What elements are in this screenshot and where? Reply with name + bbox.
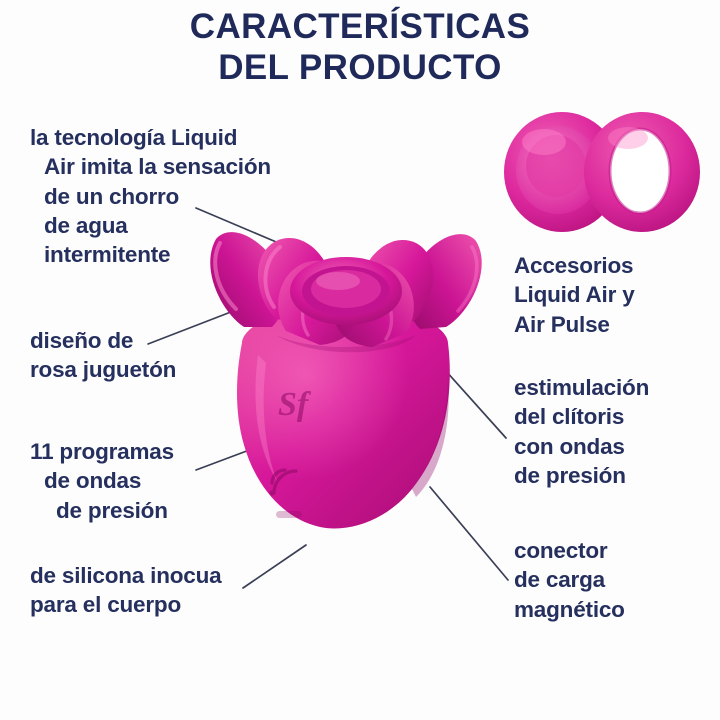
satisfyer-brand-mark: Sf	[278, 386, 312, 423]
callout-connector-line-3: magnético	[514, 596, 625, 622]
callout-design-line-2: rosa juguetón	[30, 357, 177, 383]
accessory-air-pulse-ring	[584, 112, 700, 232]
pressure-wave-icon	[269, 468, 298, 496]
callout-accessories-line-2: Liquid Air y	[514, 282, 635, 308]
callout-connector-line-1: conector	[514, 538, 608, 563]
callout-clitoral-stimulation: estimulación del clítoris con ondas de p…	[514, 373, 649, 490]
callout-magnetic-charging-connector: conector de carga magnético	[514, 536, 625, 624]
callout-programs-line-1: 11 programas	[30, 439, 174, 464]
title-line-1: CARACTERÍSTICAS	[189, 7, 531, 46]
callout-silicone-line-2: para el cuerpo	[30, 592, 182, 618]
callout-programs-line-2: de ondas	[44, 468, 142, 494]
callout-body-safe-silicone: de silicona inocua para el cuerpo	[30, 561, 222, 620]
page-title: CARACTERÍSTICAS DEL PRODUCTO	[0, 6, 720, 89]
callout-accessories-line-3: Air Pulse	[514, 311, 610, 337]
callout-accessories: Accesorios Liquid Air y Air Pulse	[514, 251, 635, 339]
callout-liquid-air-line-1: la tecnología Liquid	[30, 125, 238, 150]
callout-playful-rose-design: diseño de rosa juguetón	[30, 326, 176, 385]
callout-liquid-air-line-3: de un chorro	[44, 183, 180, 209]
callout-liquid-air-line-4: de agua	[44, 212, 128, 238]
callout-liquid-air-line-2: Air imita la sensación	[44, 154, 271, 180]
product-body	[237, 315, 450, 529]
brand-and-control-markings: Sf	[269, 386, 312, 518]
callout-silicone-line-1: de silicona inocua	[30, 563, 222, 588]
callout-clitoris-line-1: estimulación	[514, 375, 650, 400]
callout-clitoris-line-2: del clítoris	[514, 404, 625, 430]
secondary-control-mark	[276, 511, 302, 518]
accessories-illustration	[504, 112, 700, 232]
neck-shadow	[276, 335, 416, 353]
air-pulse-opening	[290, 257, 402, 325]
callout-liquid-air-line-5: intermitente	[44, 242, 171, 267]
callout-design-line-1: diseño de	[30, 328, 134, 353]
callout-accessories-line-1: Accesorios	[514, 253, 634, 278]
callout-clitoris-line-4: de presión	[514, 462, 626, 488]
title-line-2: DEL PRODUCTO	[218, 48, 502, 88]
leader-line-silicone	[242, 544, 307, 589]
callout-programs-line-3: de presión	[56, 497, 168, 523]
accessory-liquid-air-cap	[504, 112, 620, 232]
rose-product-illustration: Sf	[210, 232, 482, 529]
callout-clitoris-line-3: con ondas	[514, 433, 625, 459]
callout-eleven-programs: 11 programas de ondas de presión	[30, 437, 174, 525]
callout-liquid-air-technology: la tecnología Liquid Air imita la sensac…	[30, 123, 271, 269]
callout-connector-line-2: de carga	[514, 567, 605, 593]
